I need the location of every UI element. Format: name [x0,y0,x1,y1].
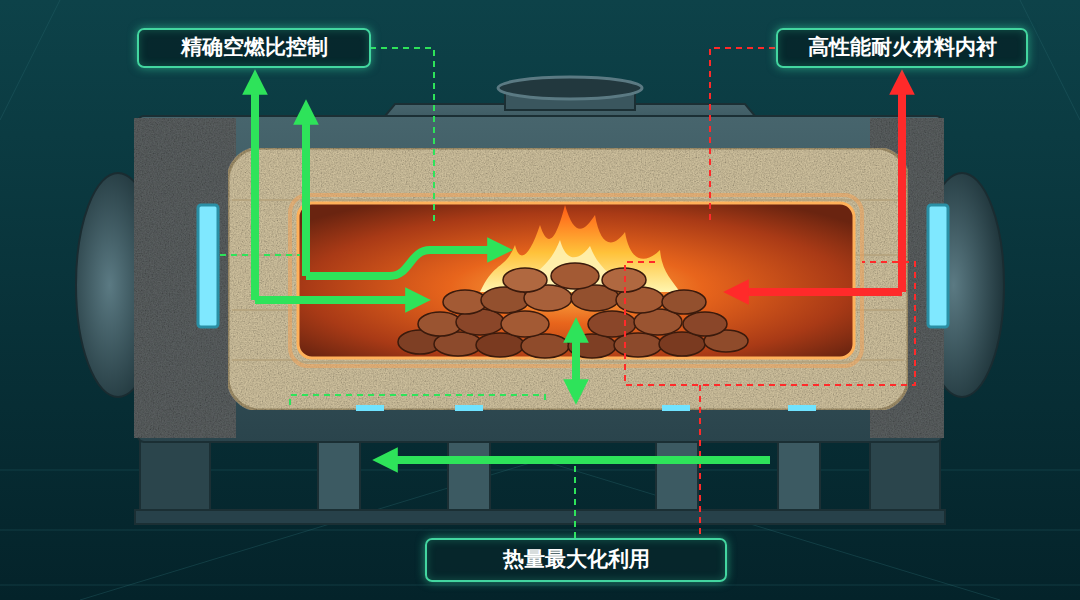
fuel-rock [503,268,547,292]
callout-text: 热量最大化利用 [503,547,650,572]
leader-line [220,254,300,256]
leader-line [625,262,915,385]
brick-joint [854,359,904,361]
glow-window [198,205,218,327]
base-rail [135,510,945,524]
air-arrow [302,112,310,276]
air-arrow [251,82,259,300]
fuel-rock [588,311,636,337]
fuel-rock [501,311,549,337]
callout-text: 高性能耐火材料内衬 [808,35,997,60]
floor-light [356,405,384,411]
floor-light [788,405,816,411]
brick-joints [232,200,904,362]
outer-stone-wall [134,118,236,438]
floor-light [662,405,690,411]
air-arrow [255,296,418,304]
grid-line [0,530,1080,531]
refractory-lining [228,148,908,410]
callout-box: 高性能耐火材料内衬 [776,28,1028,68]
lining-arrow [736,288,902,296]
brick-joint [854,199,904,201]
fuel-rock [683,312,727,336]
support-leg [140,440,210,520]
callout-box: 热量最大化利用 [425,538,727,582]
leader-line [290,395,545,405]
air-arrow [306,250,500,276]
leader-line [710,48,775,222]
fuel-rock [551,263,599,289]
leader-line [370,48,434,222]
callout-box: 精确空燃比控制 [137,28,371,68]
fuel-rock [443,290,487,314]
fuel-rock [418,312,462,336]
grid-line [0,585,1080,586]
leader-line [574,465,576,538]
brick-joint [232,359,298,361]
flame [480,205,680,292]
fuel-rock [662,290,706,314]
floor-light [455,405,483,411]
grid-line [1020,0,1080,120]
lining-arrow [898,82,906,292]
grid-line [0,0,60,120]
heat-arrow [385,456,770,464]
callout-text: 精确空燃比控制 [181,35,328,60]
flow-arrows [255,82,902,460]
support-leg [870,440,940,520]
glow-window [928,205,948,327]
heat-arrow [572,330,580,392]
brick-joint [300,199,852,201]
brick-joint [232,199,298,201]
chimney-opening [498,77,642,99]
